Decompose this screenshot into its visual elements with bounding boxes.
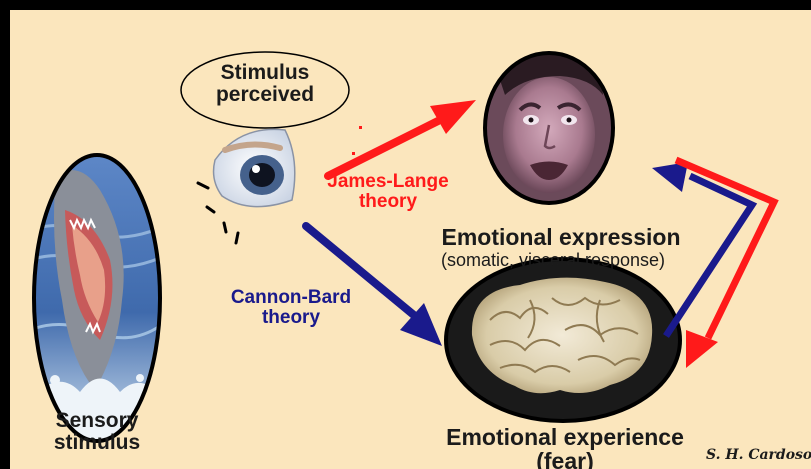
stimulus-perceived-label: Stimulus perceived: [205, 62, 325, 106]
emotional-experience-label: Emotional experience (fear): [430, 425, 700, 469]
emotional-expression-title: Emotional expression: [426, 225, 696, 249]
frightened-face-photo-icon: [485, 52, 613, 203]
sensory-stimulus-label: Sensory stimulus: [42, 410, 152, 454]
author-signature: S. H. Cardoso: [706, 447, 811, 463]
brain-photo-icon: [446, 259, 680, 421]
emotional-expression-subtitle: (somatic, visceral response): [398, 251, 708, 270]
james-lange-label: James-Lange theory: [318, 172, 458, 212]
cannon-bard-label: Cannon-Bard theory: [226, 288, 356, 328]
